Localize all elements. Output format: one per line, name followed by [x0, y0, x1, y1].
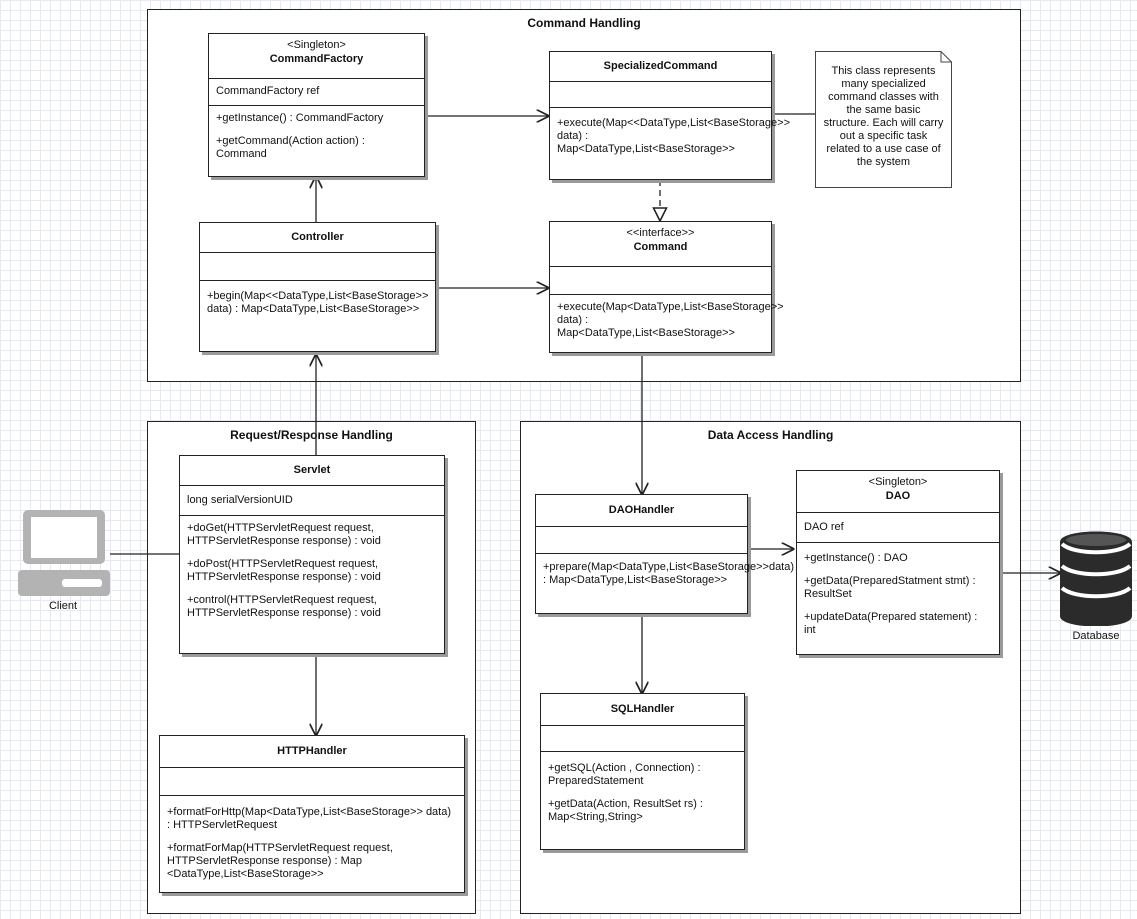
- class-header: SQLHandler: [541, 694, 744, 726]
- package-title: Request/Response Handling: [230, 428, 393, 442]
- class-header: HTTPHandler: [160, 736, 464, 768]
- class-header: Controller: [200, 223, 435, 253]
- operation: +getInstance() : CommandFactory: [216, 112, 384, 124]
- package-title: Data Access Handling: [707, 428, 834, 442]
- database-icon: [1060, 531, 1132, 626]
- operation: +getData(PreparedStatment stmt) : Result…: [804, 575, 976, 600]
- attributes: CommandFactory ref: [209, 79, 424, 106]
- class-name: SQLHandler: [610, 703, 675, 715]
- operations: +execute(Map<<DataType,List<BaseStorage>…: [550, 108, 790, 162]
- operation: +formatForHttp(Map<DataType,List<BaseSto…: [167, 806, 452, 831]
- class-dao: <Singleton> DAO DAO ref +getInstance() :…: [796, 470, 1000, 655]
- class-header: <Singleton> DAO: [797, 471, 999, 513]
- database-label: Database: [1072, 630, 1120, 642]
- class-name: Command: [633, 241, 688, 253]
- operations: +prepare(Map<DataType,List<BaseStorage>>…: [536, 554, 795, 593]
- class-header: SpecializedCommand: [550, 52, 771, 82]
- stereotype: <<interface>>: [626, 227, 695, 239]
- class-header: DAOHandler: [536, 495, 747, 527]
- class-controller: Controller +begin(Map<<DataType,List<Bas…: [199, 222, 436, 352]
- class-sql-handler: SQLHandler +getSQL(Action , Connection) …: [540, 693, 745, 850]
- operations: +getInstance() : CommandFactory +getComm…: [209, 106, 424, 167]
- attributes: [541, 726, 744, 752]
- class-name: Controller: [291, 231, 344, 243]
- attributes: [200, 253, 435, 281]
- note-shape: [815, 51, 952, 188]
- attributes: [550, 267, 771, 295]
- attribute: DAO ref: [804, 521, 844, 533]
- class-specialized-command: SpecializedCommand +execute(Map<<DataTyp…: [549, 51, 790, 180]
- attributes: DAO ref: [797, 513, 999, 543]
- operation: +prepare(Map<DataType,List<BaseStorage>>…: [543, 561, 795, 586]
- client-computer-icon: [18, 510, 110, 596]
- package-title: Command Handling: [527, 16, 641, 30]
- note-text: This class represents many specialized c…: [823, 65, 944, 168]
- operation: +getInstance() : DAO: [804, 552, 908, 564]
- class-command-factory: <Singleton> CommandFactory CommandFactor…: [208, 33, 425, 177]
- operations: +doGet(HTTPServletRequest request, HTTPS…: [180, 516, 444, 626]
- class-header: Servlet: [180, 456, 444, 486]
- class-name: DAOHandler: [608, 504, 675, 516]
- stereotype: <Singleton>: [868, 476, 928, 488]
- class-header: <<interface>> Command: [550, 222, 771, 267]
- class-name: DAO: [885, 490, 911, 502]
- class-name: CommandFactory: [269, 53, 364, 65]
- attributes: [160, 768, 464, 796]
- operation: +control(HTTPServletRequest request, HTT…: [187, 594, 381, 619]
- operation: +execute(Map<<DataType,List<BaseStorage>…: [557, 117, 790, 155]
- stereotype: <Singleton>: [287, 39, 346, 51]
- operation: +begin(Map<<DataType,List<BaseStorage>> …: [207, 290, 429, 315]
- attribute: long serialVersionUID: [187, 494, 293, 506]
- class-dao-handler: DAOHandler +prepare(Map<DataType,List<Ba…: [535, 494, 795, 614]
- operation: +execute(Map<DataType,List<BaseStorage>>…: [557, 301, 784, 339]
- operations: +begin(Map<<DataType,List<BaseStorage>> …: [200, 281, 435, 322]
- client-label: Client: [48, 600, 78, 612]
- class-servlet: Servlet long serialVersionUID +doGet(HTT…: [179, 455, 445, 654]
- class-command-interface: <<interface>> Command +execute(Map<DataT…: [549, 221, 784, 353]
- operations: +getInstance() : DAO +getData(PreparedSt…: [797, 543, 999, 643]
- class-http-handler: HTTPHandler +formatForHttp(Map<DataType,…: [159, 735, 465, 893]
- operation: +getCommand(Action action) : Command: [216, 135, 365, 160]
- attribute: CommandFactory ref: [216, 85, 320, 97]
- attributes: long serialVersionUID: [180, 486, 444, 516]
- class-name: SpecializedCommand: [603, 60, 718, 72]
- attributes: [536, 527, 747, 554]
- operation: +getSQL(Action , Connection) : PreparedS…: [548, 762, 701, 787]
- note: This class represents many specialized c…: [815, 51, 952, 188]
- operation: +doPost(HTTPServletRequest request, HTTP…: [187, 558, 381, 583]
- operations: +formatForHttp(Map<DataType,List<BaseSto…: [160, 796, 464, 887]
- operation: +getData(Action, ResultSet rs) : Map<Str…: [548, 798, 703, 823]
- operation: +doGet(HTTPServletRequest request, HTTPS…: [187, 522, 381, 547]
- operation: +updateData(Prepared statement) : int: [804, 611, 978, 636]
- operation: +formatForMap(HTTPServletRequest request…: [167, 842, 393, 880]
- attributes: [550, 82, 771, 108]
- operations: +execute(Map<DataType,List<BaseStorage>>…: [550, 295, 784, 346]
- class-header: <Singleton> CommandFactory: [209, 34, 424, 79]
- class-name: HTTPHandler: [277, 745, 347, 757]
- operations: +getSQL(Action , Connection) : PreparedS…: [541, 752, 744, 830]
- class-name: Servlet: [293, 464, 331, 476]
